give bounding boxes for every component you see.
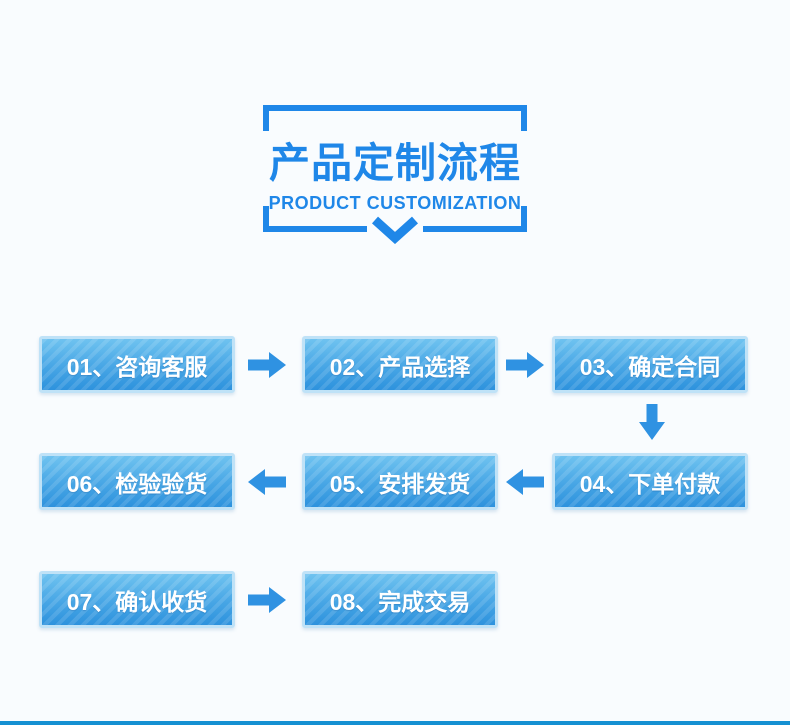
title-frame-corner: [263, 105, 269, 131]
title-frame-bottom-border: [423, 226, 527, 232]
step-label: 04、下单付款: [579, 470, 721, 497]
step-label: 03、确定合同: [579, 353, 721, 380]
step-label: 02、产品选择: [329, 353, 471, 380]
title-frame-bottom-border: [263, 226, 367, 232]
arrow-down-icon: [638, 404, 666, 440]
step-box-4: 04、下单付款: [552, 453, 748, 510]
step-box-8: 08、完成交易: [302, 571, 498, 628]
step-label: 05、安排发货: [329, 470, 471, 497]
step-box-2: 02、产品选择: [302, 336, 498, 393]
step-label: 08、完成交易: [329, 588, 471, 615]
step-box-1: 01、咨询客服: [39, 336, 235, 393]
page-subtitle: PRODUCT CUSTOMIZATION: [268, 193, 522, 213]
chevron-down-icon: [371, 216, 419, 249]
arrow-right-icon: [248, 586, 286, 614]
arrow-left-icon: [248, 468, 286, 496]
step-box-6: 06、检验验货: [39, 453, 235, 510]
title-frame-corner: [521, 105, 527, 131]
step-label: 07、确认收货: [66, 588, 208, 615]
step-box-7: 07、确认收货: [39, 571, 235, 628]
title-frame-corner: [263, 206, 269, 232]
arrow-left-icon: [506, 468, 544, 496]
arrow-right-icon: [248, 351, 286, 379]
arrow-right-icon: [506, 351, 544, 379]
title-frame: 产品定制流程 PRODUCT CUSTOMIZATION: [263, 105, 527, 245]
title-frame-corner: [521, 206, 527, 232]
page-title: 产品定制流程: [269, 140, 521, 186]
step-box-3: 03、确定合同: [552, 336, 748, 393]
footer-white-strip: [0, 725, 790, 727]
title-frame-top-border: [263, 105, 527, 111]
step-label: 01、咨询客服: [66, 353, 208, 380]
step-box-5: 05、安排发货: [302, 453, 498, 510]
footer-accent-bar: [0, 721, 790, 725]
step-label: 06、检验验货: [66, 470, 208, 497]
